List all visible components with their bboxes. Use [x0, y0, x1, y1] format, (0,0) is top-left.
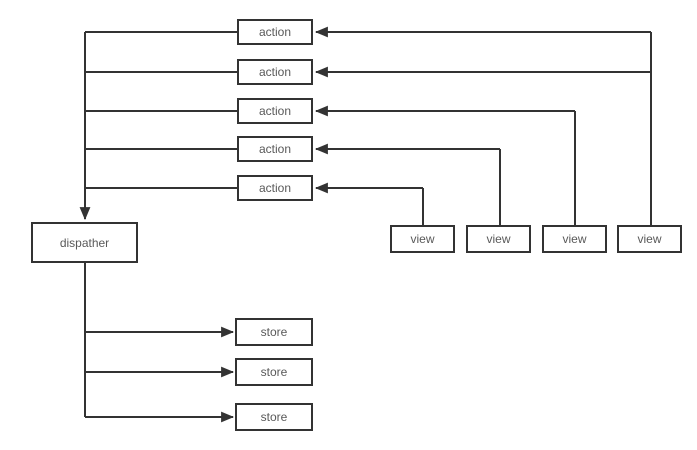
dispatcher-node: dispather: [31, 222, 138, 263]
view-node-3: view: [542, 225, 607, 253]
action-node-3: action: [237, 98, 313, 124]
action-node-2: action: [237, 59, 313, 85]
view-node-1: view: [390, 225, 455, 253]
action-node-4: action: [237, 136, 313, 162]
action-node-5: action: [237, 175, 313, 201]
store-node-3: store: [235, 403, 313, 431]
store-node-1: store: [235, 318, 313, 346]
action-node-1: action: [237, 19, 313, 45]
view-to-action-edges: [314, 26, 652, 225]
action-to-dispatcher-edges: [79, 31, 237, 221]
store-node-2: store: [235, 358, 313, 386]
view-node-2: view: [466, 225, 531, 253]
dispatcher-to-store-edges: [84, 263, 235, 423]
view-node-4: view: [617, 225, 682, 253]
